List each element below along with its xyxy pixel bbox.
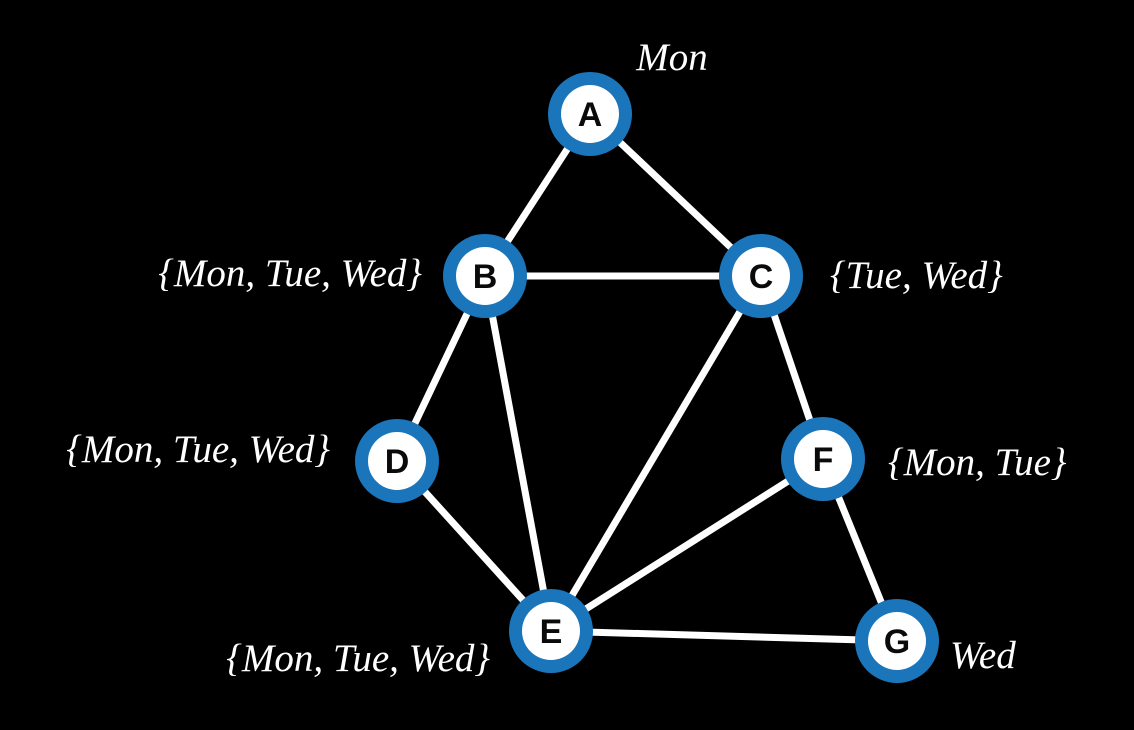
node-fill-F <box>794 430 852 488</box>
node-letter-A: A <box>578 96 603 134</box>
node-fill-D <box>368 432 426 490</box>
node-B: B <box>443 234 527 318</box>
edge-E-G <box>547 627 901 645</box>
node-domain-label-C: {Tue, Wed} <box>830 254 1003 297</box>
node-F: F <box>781 417 865 501</box>
node-letter-F: F <box>813 441 834 479</box>
node-G: G <box>855 599 939 683</box>
node-C: C <box>719 234 803 318</box>
node-letter-B: B <box>473 258 498 296</box>
node-domain-label-G: Wed <box>950 634 1016 677</box>
node-letter-G: G <box>884 623 910 661</box>
labels-layer: Mon {Mon, Tue, Wed} {Tue, Wed} {Mon, Tue, W… <box>66 36 1067 680</box>
node-A: A <box>548 72 632 156</box>
node-letter-E: E <box>540 613 563 651</box>
node-domain-label-A: Mon <box>635 36 708 79</box>
node-domain-label-D: {Mon, Tue, Wed} <box>66 428 330 471</box>
node-domain-label-B: {Mon, Tue, Wed} <box>158 252 422 295</box>
node-domain-label-E: {Mon, Tue, Wed} <box>226 637 490 680</box>
nodes-layer: A B C D E F G <box>355 72 939 683</box>
edge-C-E <box>547 272 765 635</box>
edge-E-F <box>547 455 827 635</box>
node-letter-C: C <box>749 258 774 296</box>
node-fill-E <box>522 602 580 660</box>
node-letter-D: D <box>385 443 410 481</box>
node-fill-B <box>456 247 514 305</box>
edges-layer <box>393 110 901 645</box>
node-fill-C <box>732 247 790 305</box>
node-D: D <box>355 419 439 503</box>
node-domain-label-F: {Mon, Tue} <box>888 441 1067 484</box>
node-E: E <box>509 589 593 673</box>
node-fill-A <box>561 85 619 143</box>
node-fill-G <box>868 612 926 670</box>
edge-B-E <box>481 272 555 635</box>
